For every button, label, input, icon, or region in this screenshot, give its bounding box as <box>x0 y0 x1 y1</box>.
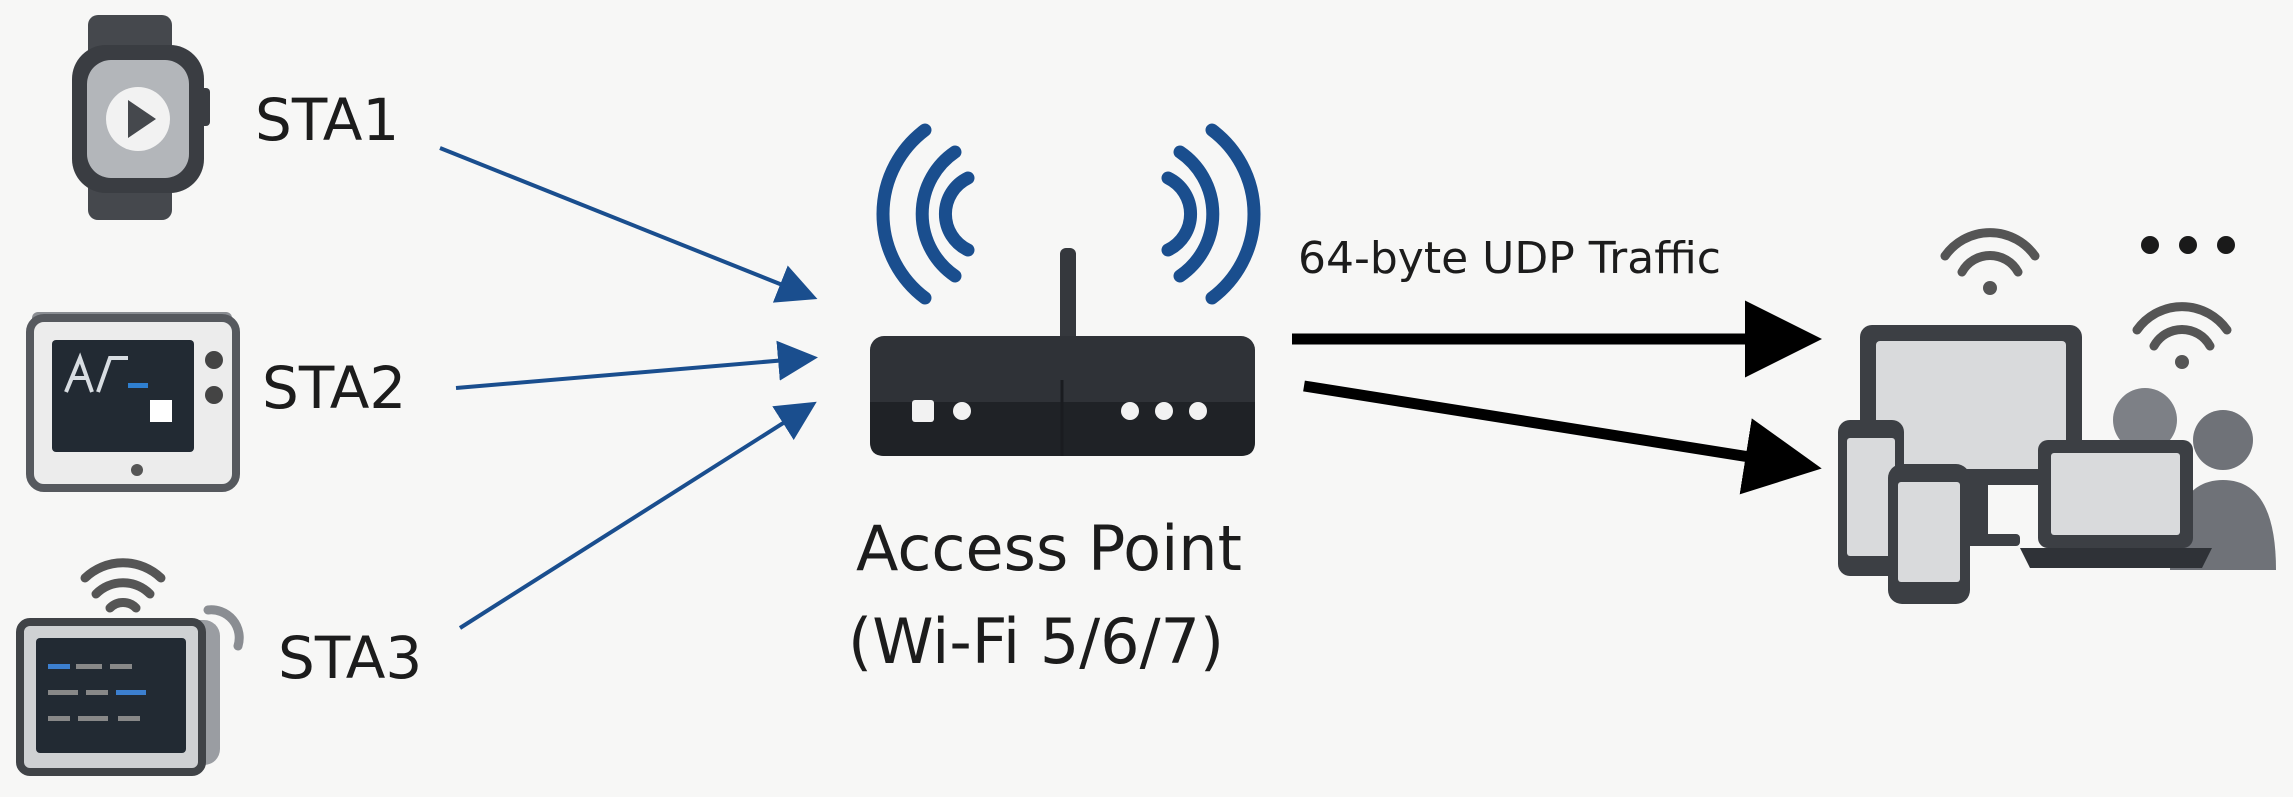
traffic-label: 64-byte UDP Traffic <box>1298 233 1721 284</box>
wifi-standard-label: (Wi-Fi 5/6/7) <box>848 605 1225 678</box>
wireless-device-icon <box>16 558 244 776</box>
access-point-label: Access Point <box>856 512 1242 585</box>
downlink-arrow-2 <box>1303 380 1822 495</box>
sta1-arrow <box>439 146 818 303</box>
smartwatch-icon <box>72 15 210 220</box>
router-icon <box>870 123 1261 456</box>
client-devices-icon <box>1838 228 2276 604</box>
sta3-arrow <box>458 401 817 630</box>
ellipsis-icon <box>2141 236 2235 254</box>
sta2-label: STA2 <box>262 354 407 422</box>
sta3-label: STA3 <box>278 624 423 692</box>
sta2-arrow <box>455 340 818 390</box>
sta1-label: STA1 <box>255 86 400 154</box>
tablet-monitor-icon <box>26 312 240 492</box>
